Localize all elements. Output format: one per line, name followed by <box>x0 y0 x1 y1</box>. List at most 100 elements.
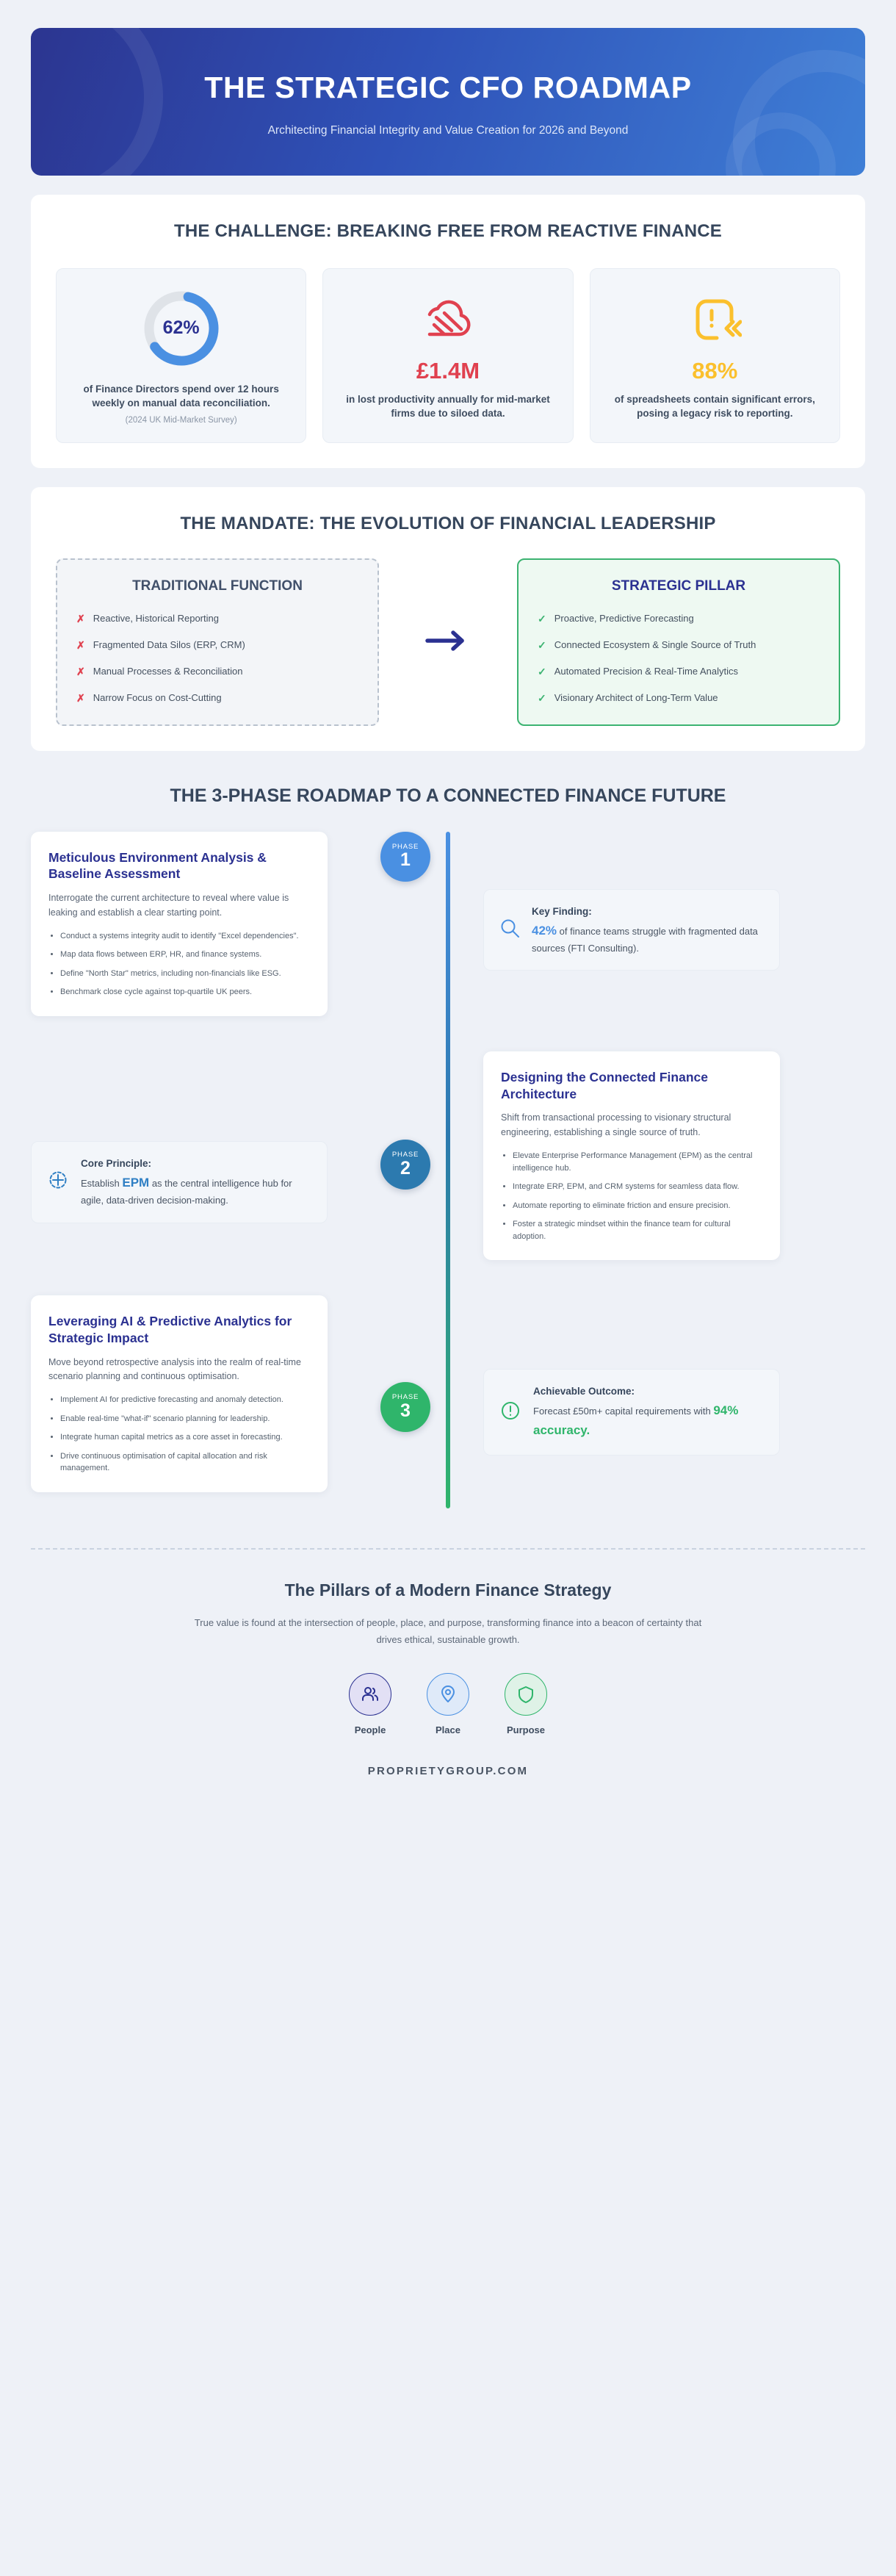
list-item-label: Proactive, Predictive Forecasting <box>554 613 694 625</box>
phase-2-core-principle: Core Principle: Establish EPM as the cen… <box>31 1140 328 1223</box>
list-item: Implement AI for predictive forecasting … <box>60 1394 310 1406</box>
list-item: ✓ Connected Ecosystem & Single Source of… <box>538 638 820 652</box>
phase-2-callout-highlight: EPM <box>122 1176 150 1190</box>
check-icon: ✓ <box>538 613 546 625</box>
phase-3-marker-number: 3 <box>400 1400 411 1421</box>
phase-1-title: Meticulous Environment Analysis & Baseli… <box>48 849 267 882</box>
challenge-title: THE CHALLENGE: BREAKING FREE FROM REACTI… <box>173 220 722 241</box>
phase-1-callout-col: Key Finding: 42% of finance teams strugg… <box>448 832 780 971</box>
strategic-pillar-box: STRATEGIC PILLAR ✓ Proactive, Predictive… <box>517 558 840 726</box>
phase-2-marker: PHASE 2 <box>380 1139 430 1190</box>
cross-icon: ✗ <box>76 638 85 651</box>
phase-3-lede: Move beyond retrospective analysis into … <box>48 1356 301 1382</box>
phase-3-callout-text-before: Forecast £50m+ capital requirements with <box>533 1406 714 1417</box>
shield-icon <box>505 1673 547 1716</box>
magnifier-icon <box>499 917 521 943</box>
list-item: ✗ Narrow Focus on Cost-Cutting <box>76 691 358 705</box>
phase-3-achievable-outcome: Achievable Outcome: Forecast £50m+ capit… <box>483 1369 780 1456</box>
list-item-label: Automated Precision & Real-Time Analytic… <box>554 665 738 677</box>
phase-1-callout-highlight: 42% <box>532 923 557 938</box>
roadmap-timeline: Meticulous Environment Analysis & Baseli… <box>31 831 865 1508</box>
hero-banner: THE STRATEGIC CFO ROADMAP Architecting F… <box>31 28 865 176</box>
pillar-place: Place <box>427 1673 469 1735</box>
stat-card-lost-productivity: £1.4M in lost productivity annually for … <box>322 267 574 443</box>
cross-icon: ✗ <box>76 613 85 625</box>
list-item: ✓ Proactive, Predictive Forecasting <box>538 612 820 626</box>
stat-value-1: 62% <box>162 317 200 339</box>
phase-2-callout-text: as the central intelligence hub for agil… <box>81 1178 292 1206</box>
phase-1-bullets: Conduct a systems integrity audit to ide… <box>48 930 310 999</box>
phase-3-main-col: Leveraging AI & Predictive Analytics for… <box>31 1295 363 1492</box>
page-title: THE STRATEGIC CFO ROADMAP <box>204 71 692 104</box>
list-item: Foster a strategic mindset within the fi… <box>513 1218 762 1242</box>
phase-1-main-col: Meticulous Environment Analysis & Baseli… <box>31 831 363 1016</box>
page-subtitle: Architecting Financial Integrity and Val… <box>267 124 629 137</box>
roadmap-phase-3: Leveraging AI & Predictive Analytics for… <box>31 1295 865 1508</box>
list-item: Integrate human capital metrics as a cor… <box>60 1431 310 1444</box>
mandate-arrow-wrap <box>379 630 517 655</box>
stat-value-3: 88% <box>692 357 738 384</box>
phase-2-marker-number: 2 <box>400 1157 411 1179</box>
people-icon <box>349 1673 391 1716</box>
phase-2-lede: Shift from transactional processing to v… <box>501 1112 731 1137</box>
phase-2-bullets: Elevate Enterprise Performance Managemen… <box>501 1150 762 1242</box>
mandate-section: THE MANDATE: THE EVOLUTION OF FINANCIAL … <box>31 486 865 751</box>
list-item: ✓ Visionary Architect of Long-Term Value <box>538 691 820 705</box>
hero-decor-circle-small <box>726 112 836 176</box>
phase-1-key-finding: Key Finding: 42% of finance teams strugg… <box>483 888 780 971</box>
footer-section: The Pillars of a Modern Finance Strategy… <box>31 1580 865 1816</box>
roadmap-phase-1: Meticulous Environment Analysis & Baseli… <box>31 831 865 1032</box>
list-item: Benchmark close cycle against top-quarti… <box>60 986 310 999</box>
timeline-spine <box>446 831 450 1508</box>
phase-2-callout-heading: Core Principle: <box>81 1157 152 1169</box>
mandate-comparison: TRADITIONAL FUNCTION ✗ Reactive, Histori… <box>56 558 840 726</box>
check-icon: ✓ <box>538 638 546 651</box>
list-item: Conduct a systems integrity audit to ide… <box>60 930 310 943</box>
list-item: Enable real-time "what-if" scenario plan… <box>60 1413 310 1425</box>
phase-2-title: Designing the Connected Finance Architec… <box>501 1069 708 1101</box>
target-crosshair-icon <box>46 1168 70 1195</box>
challenge-section: THE CHALLENGE: BREAKING FREE FROM REACTI… <box>31 194 865 468</box>
roadmap-phase-2: Core Principle: Establish EPM as the cen… <box>31 1051 865 1276</box>
roadmap-title: THE 3-PHASE ROADMAP TO A CONNECTED FINAN… <box>170 785 726 806</box>
list-item: Define "North Star" metrics, including n… <box>60 968 310 980</box>
phase-3-bullets: Implement AI for predictive forecasting … <box>48 1394 310 1475</box>
spreadsheet-error-icon <box>687 288 743 351</box>
stat-value-2: £1.4M <box>416 357 480 384</box>
footer-paragraph: True value is found at the intersection … <box>194 1616 702 1645</box>
phase-3-marker-col: PHASE 3 <box>363 1295 448 1433</box>
stat-note-1: (2024 UK Mid-Market Survey) <box>125 415 237 425</box>
cross-icon: ✗ <box>76 691 85 704</box>
roadmap-section: THE 3-PHASE ROADMAP TO A CONNECTED FINAN… <box>31 783 865 1508</box>
cross-icon: ✗ <box>76 665 85 677</box>
footer-divider <box>31 1547 865 1550</box>
pillar-label-place: Place <box>436 1724 460 1736</box>
phase-3-callout-heading: Achievable Outcome: <box>533 1386 635 1397</box>
phase-3-callout-body: Achievable Outcome: Forecast £50m+ capit… <box>533 1384 765 1441</box>
mandate-title: THE MANDATE: THE EVOLUTION OF FINANCIAL … <box>180 513 716 533</box>
phase-1-callout-heading: Key Finding: <box>532 905 592 917</box>
phase-1-callout-text: of finance teams struggle with fragmente… <box>532 925 758 954</box>
arrow-right-icon <box>425 630 471 655</box>
phase-2-callout-col: Core Principle: Establish EPM as the cen… <box>31 1051 363 1223</box>
phase-1-callout-body: Key Finding: 42% of finance teams strugg… <box>532 904 765 957</box>
phase-1-marker-number: 1 <box>400 849 411 871</box>
footer-pillars: People Place Purpose <box>31 1673 865 1735</box>
broken-link-cloud-icon <box>419 288 477 351</box>
list-item: Automate reporting to eliminate friction… <box>513 1200 762 1212</box>
list-item: Elevate Enterprise Performance Managemen… <box>513 1150 762 1174</box>
stat-card-spreadsheet-errors: 88% of spreadsheets contain significant … <box>589 267 840 443</box>
phase-1-marker: PHASE 1 <box>380 831 430 882</box>
stat-desc-2: in lost productivity annually for mid-ma… <box>346 393 550 420</box>
location-pin-icon <box>427 1673 469 1716</box>
check-icon: ✓ <box>538 665 546 677</box>
phase-3-title: Leveraging AI & Predictive Analytics for… <box>48 1314 292 1345</box>
exclamation-circle-icon <box>499 1399 522 1426</box>
list-item-label: Connected Ecosystem & Single Source of T… <box>554 638 756 650</box>
list-item: ✗ Manual Processes & Reconciliation <box>76 665 358 679</box>
list-item: Drive continuous optimisation of capital… <box>60 1450 310 1475</box>
challenge-stat-row: 62% of Finance Directors spend over 12 h… <box>56 267 840 443</box>
list-item: ✗ Fragmented Data Silos (ERP, CRM) <box>76 638 358 652</box>
stat-card-reconciliation: 62% of Finance Directors spend over 12 h… <box>56 267 307 443</box>
